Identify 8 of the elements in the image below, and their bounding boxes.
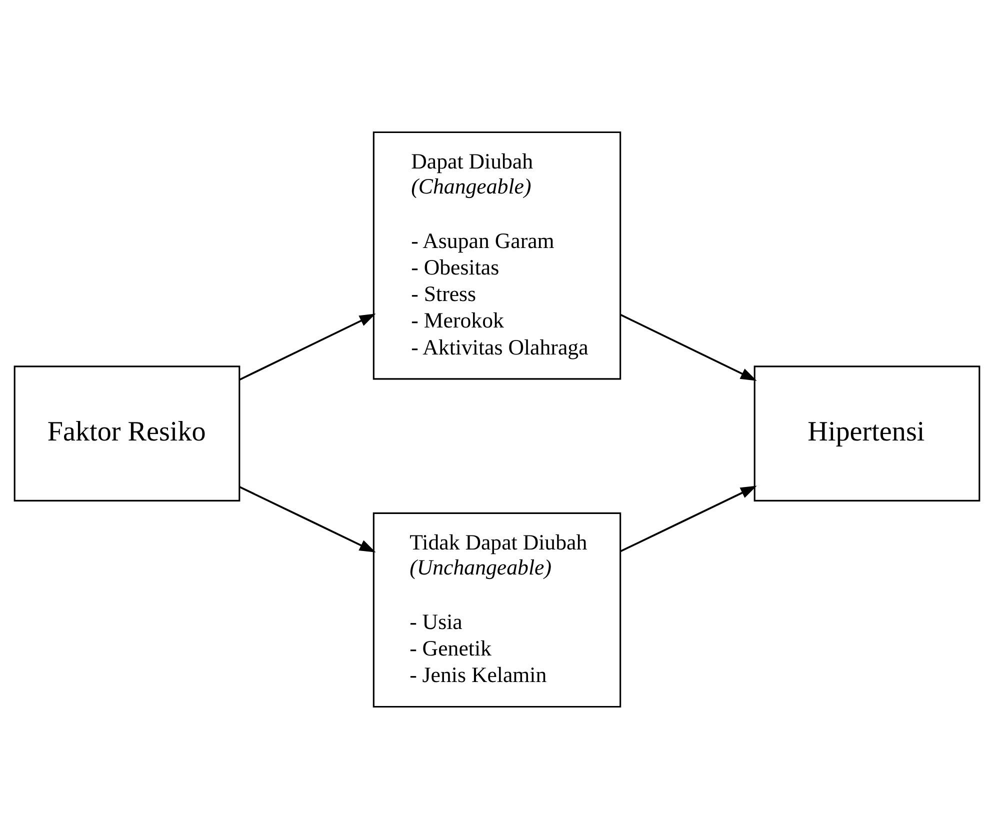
arrow — [239, 486, 376, 552]
node-box: Hipertensi — [754, 365, 980, 501]
node-box: Dapat Diubah (Changeable) - Asupan Garam - Obesitas - Stress - Merokok - Aktivitas Olahraga — [372, 130, 622, 380]
arrow — [620, 314, 757, 380]
node-box: Faktor Resiko — [14, 365, 240, 501]
arrow — [620, 485, 757, 552]
node-box: Tidak Dapat Diubah (Unchangeable) - Usia - Genetik - Jenis Kelamin — [372, 512, 622, 708]
arrow — [239, 313, 376, 380]
